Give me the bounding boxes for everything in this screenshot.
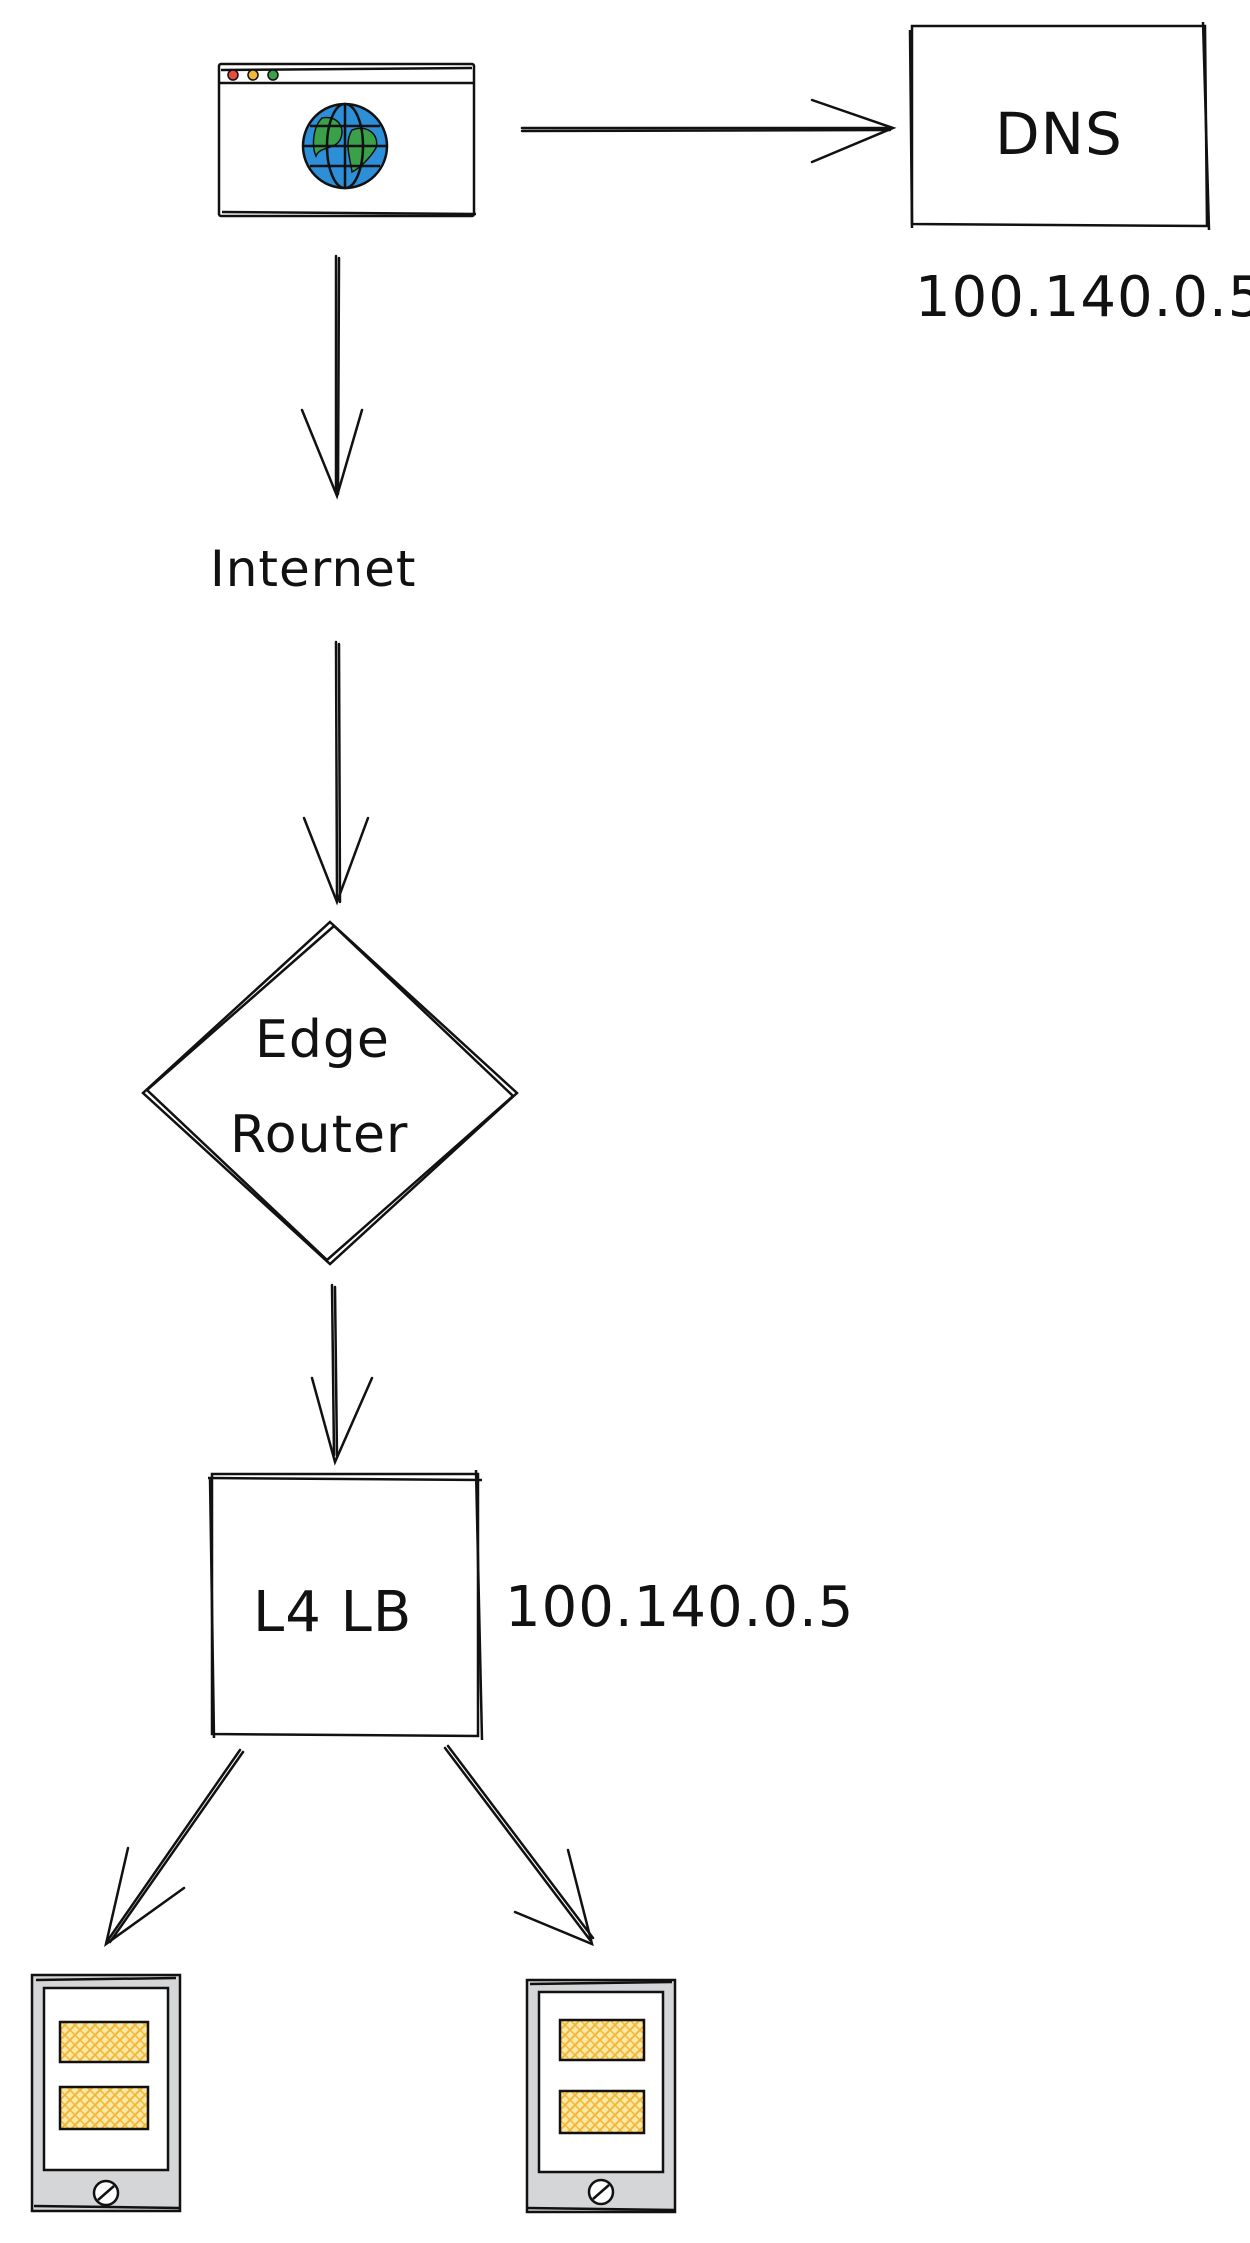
browser-globe-icon bbox=[219, 64, 476, 216]
lb-box bbox=[208, 1470, 482, 1740]
arrow-browser-to-internet bbox=[302, 256, 362, 496]
lb-label: L4 LB bbox=[253, 1580, 413, 1645]
server-phone-icon bbox=[32, 1975, 180, 2211]
edge-router-label-2: Router bbox=[230, 1105, 409, 1165]
arrow-lb-to-server-right bbox=[445, 1746, 593, 1944]
dns-box bbox=[910, 22, 1209, 230]
internet-label: Internet bbox=[210, 540, 417, 598]
arrow-internet-to-router bbox=[304, 642, 368, 902]
arrow-lb-to-server-left bbox=[106, 1750, 243, 1944]
server-phone-icon bbox=[527, 1980, 676, 2212]
edge-router-diamond bbox=[143, 922, 517, 1264]
dns-ip-label: 100.140.0.5 bbox=[915, 265, 1250, 330]
dns-label: DNS bbox=[995, 100, 1123, 168]
globe-icon bbox=[303, 104, 387, 188]
lb-ip-label: 100.140.0.5 bbox=[505, 1575, 855, 1640]
edge-router-label-1: Edge bbox=[255, 1010, 390, 1070]
arrow-browser-to-dns bbox=[522, 100, 893, 162]
arrow-router-to-lb bbox=[312, 1285, 372, 1462]
